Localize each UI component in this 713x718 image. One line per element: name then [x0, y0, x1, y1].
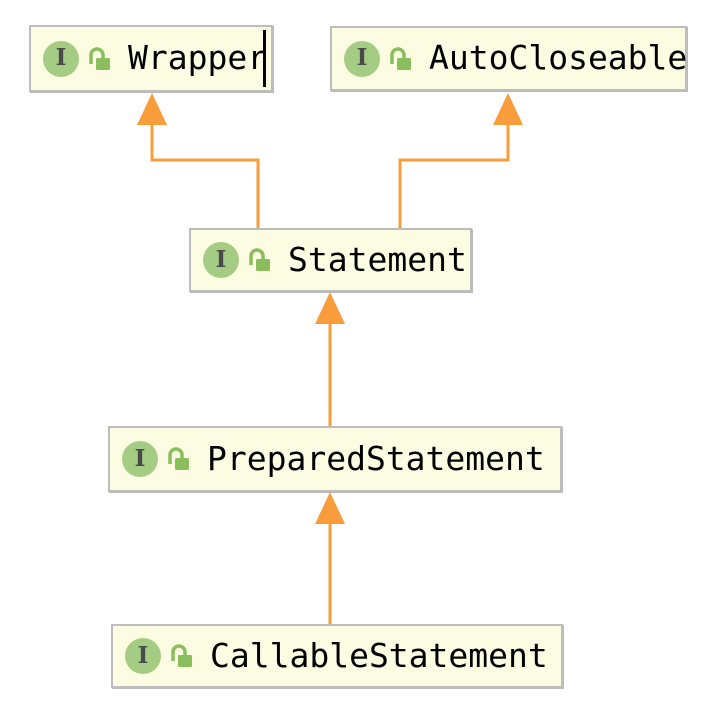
unlocked-lock-icon — [171, 644, 192, 667]
interface-icon: I — [344, 40, 380, 77]
arrowhead-icon — [137, 93, 167, 125]
node-label: Wrapper — [128, 38, 268, 77]
node-label: Statement — [288, 239, 467, 279]
interface-icon: I — [43, 40, 79, 77]
unlocked-lock-icon — [249, 248, 270, 271]
node-label: PreparedStatement — [207, 438, 545, 478]
node-label: AutoCloseable — [429, 38, 688, 77]
edge-preparedstatement-to-statement — [315, 292, 345, 426]
interface-icon-letter: I — [55, 44, 67, 71]
interface-icon-letter: I — [356, 44, 368, 71]
node-callablestatement[interactable]: I CallableStatement — [111, 624, 563, 688]
unlocked-lock-icon — [390, 46, 411, 70]
edge-statement-to-autocloseable — [398, 93, 523, 228]
interface-icon: I — [122, 441, 158, 477]
interface-icon-letter: I — [137, 641, 149, 669]
arrowhead-icon — [493, 93, 523, 125]
unlocked-lock-icon — [168, 447, 189, 470]
node-autocloseable[interactable]: I AutoCloseable — [330, 26, 687, 91]
edge-callablestatement-to-preparedstatement — [315, 492, 345, 624]
arrowhead-icon — [315, 492, 345, 524]
node-preparedstatement[interactable]: I PreparedStatement — [108, 426, 562, 492]
interface-icon: I — [203, 242, 239, 278]
node-label: CallableStatement — [210, 635, 548, 675]
edge-statement-to-wrapper — [137, 93, 260, 228]
text-caret — [263, 30, 266, 87]
unlocked-lock-icon — [89, 46, 110, 70]
arrowhead-icon — [315, 292, 345, 324]
node-wrapper[interactable]: I Wrapper — [29, 25, 273, 92]
interface-icon: I — [125, 638, 161, 674]
interface-icon-letter: I — [134, 444, 146, 472]
interface-icon-letter: I — [215, 245, 227, 273]
node-statement[interactable]: I Statement — [189, 228, 472, 292]
